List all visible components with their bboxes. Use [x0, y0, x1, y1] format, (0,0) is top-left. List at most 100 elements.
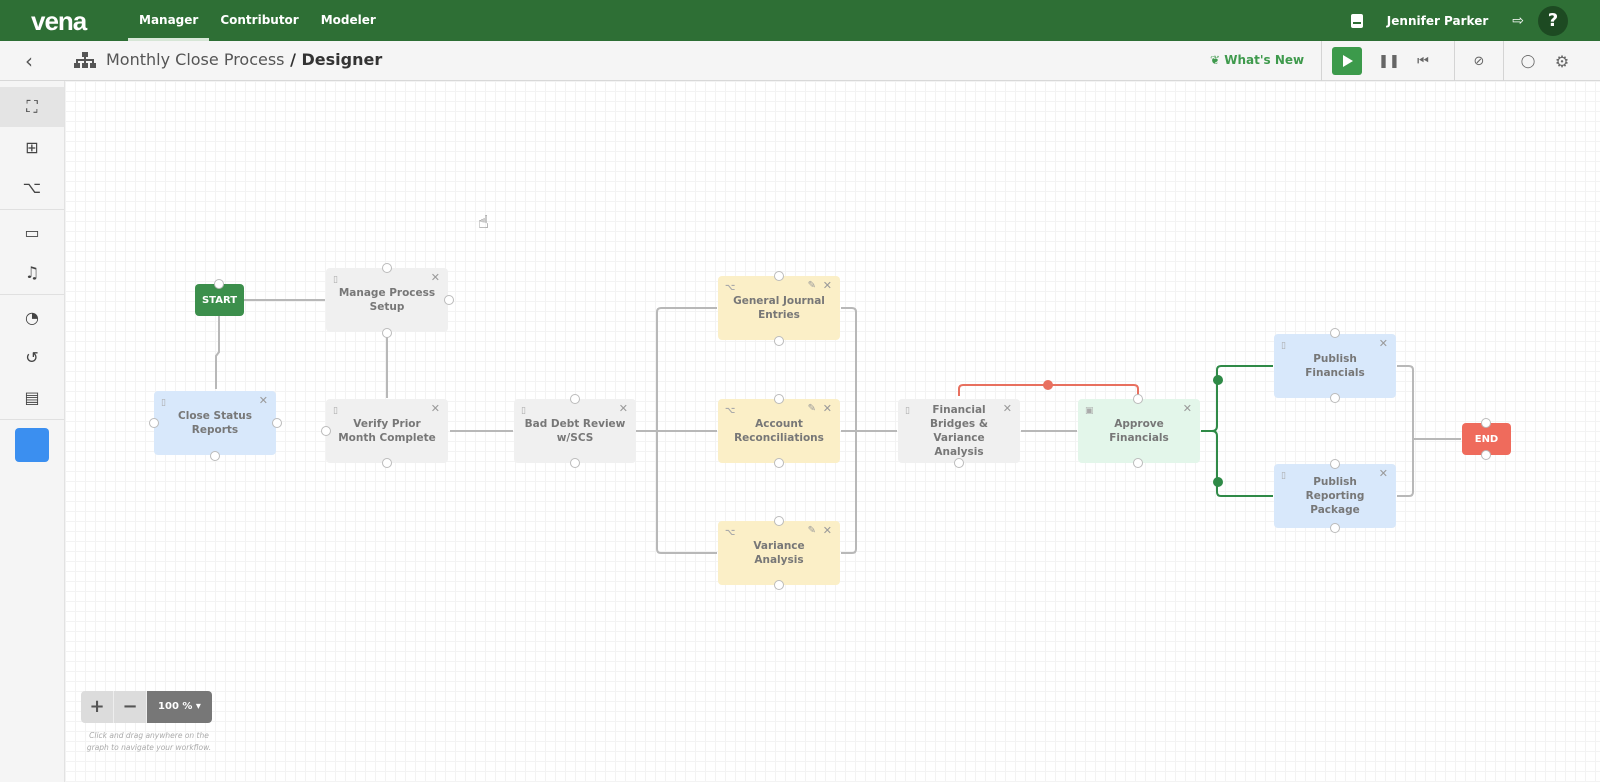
connector-port[interactable] — [1330, 523, 1340, 533]
whats-new-link[interactable]: ❦ What's New — [1210, 53, 1304, 67]
close-icon[interactable]: ✕ — [1378, 467, 1388, 480]
start-node[interactable]: START — [195, 284, 244, 316]
sidebar-item-storage[interactable]: ▭ — [0, 212, 64, 252]
sidebar-item-dashboard[interactable]: ◔ — [0, 297, 64, 337]
designer-toolbar: ‹ Monthly Close Process / Designer ❦ Wha… — [0, 41, 1600, 81]
close-icon[interactable]: ✕ — [1002, 402, 1012, 415]
breadcrumb-process[interactable]: Monthly Close Process — [106, 50, 285, 69]
close-icon[interactable]: ✕ — [618, 402, 628, 415]
workflow-node-account-reconciliations[interactable]: ⌥✎✕Account Reconciliations — [718, 399, 840, 463]
breadcrumb: Monthly Close Process / Designer — [106, 50, 382, 69]
sidebar-item-workflow[interactable]: ⌥ — [0, 167, 64, 207]
connector-port[interactable] — [382, 328, 392, 338]
clipboard-icon: ▣ — [1085, 406, 1094, 416]
workflow-node-general-journal-entries[interactable]: ⌥ ✎ ✕ General Journal Entries — [718, 276, 840, 340]
notes-button[interactable] — [15, 428, 49, 462]
close-icon[interactable]: ✕ — [1378, 337, 1388, 350]
gear-icon[interactable]: ⚙ — [1554, 51, 1570, 71]
breadcrumb-separator: / — [284, 50, 302, 69]
workflow-node-verify-prior-month[interactable]: ▯✕Verify Prior Month Complete — [326, 399, 448, 463]
connector-port[interactable] — [774, 336, 784, 346]
grid-icon: ⊞ — [25, 137, 39, 157]
connector-port[interactable] — [1481, 450, 1491, 460]
workflow-node-close-status-reports[interactable]: ▯✕Close Status Reports — [154, 391, 276, 455]
close-icon[interactable]: ✕ — [430, 271, 440, 284]
workflow-node-publish-reporting-package[interactable]: ▯✕Publish Reporting Package — [1274, 464, 1396, 528]
close-icon[interactable]: ✕ — [822, 524, 832, 537]
zoom-in-button[interactable]: + — [81, 691, 114, 723]
connector-port[interactable] — [570, 458, 580, 468]
connector-port[interactable] — [1133, 458, 1143, 468]
workflow-node-financial-bridges[interactable]: ▯✕Financial Bridges & Variance Analysis — [898, 399, 1020, 463]
pencil-icon[interactable]: ✎ — [807, 403, 816, 414]
workflow-node-manage-process-setup[interactable]: ▯✕Manage Process Setup — [326, 268, 448, 332]
tab-modeler[interactable]: Modeler — [320, 13, 376, 27]
pencil-icon[interactable]: ✎ — [807, 280, 816, 291]
connector-port[interactable] — [774, 394, 784, 404]
leaf-icon: ❦ — [1210, 53, 1225, 67]
logout-icon[interactable]: ⇨ — [1512, 12, 1524, 29]
workflow-node-publish-financials[interactable]: ▯✕Publish Financials — [1274, 334, 1396, 398]
node-label: General Journal Entries — [733, 295, 825, 321]
workflow-canvas[interactable] — [65, 81, 1600, 782]
sidebar-item-history[interactable]: ↺ — [0, 337, 64, 377]
tab-manager[interactable]: Manager — [128, 0, 210, 41]
connector-port[interactable] — [774, 516, 784, 526]
workflow-icon: ⌥ — [725, 528, 736, 538]
connector-port[interactable] — [774, 271, 784, 281]
workflow-node-approve-financials[interactable]: ▣✕Approve Financials — [1078, 399, 1200, 463]
connector-port[interactable] — [272, 418, 282, 428]
connector-port[interactable] — [954, 458, 964, 468]
connector-port[interactable] — [444, 295, 454, 305]
close-icon[interactable]: ✕ — [258, 394, 268, 407]
play-button[interactable] — [1332, 47, 1362, 75]
connector-port[interactable] — [1330, 328, 1340, 338]
connector-port[interactable] — [210, 451, 220, 461]
divider — [0, 419, 64, 420]
connector-port[interactable] — [1330, 459, 1340, 469]
node-label: Publish Reporting Package — [1305, 476, 1365, 516]
connector-port[interactable] — [774, 580, 784, 590]
close-icon[interactable]: ✕ — [822, 279, 832, 292]
user-name[interactable]: Jennifer Parker — [1386, 13, 1489, 28]
navigation-hint: Click and drag anywhere on the graph to … — [86, 731, 212, 752]
help-button[interactable]: ? — [1538, 5, 1568, 36]
sidebar-item-grid[interactable]: ⊞ — [0, 127, 64, 167]
validate-icon[interactable]: ◯ — [1520, 53, 1536, 69]
connector-port[interactable] — [570, 394, 580, 404]
sidebar-item-notifications[interactable]: ♫ — [0, 252, 64, 292]
connector-port[interactable] — [1330, 393, 1340, 403]
history-icon: ↺ — [25, 347, 39, 367]
connector-port[interactable] — [321, 426, 331, 436]
sidebar-item-audit-report[interactable]: ▤ — [0, 377, 64, 417]
connector-port[interactable] — [774, 458, 784, 468]
workflow-node-bad-debt-review[interactable]: ▯✕Bad Debt Review w/SCS — [514, 399, 636, 463]
close-icon[interactable]: ✕ — [430, 402, 440, 415]
back-button[interactable]: ‹ — [25, 49, 33, 73]
workflow-icon: ⌥ — [725, 283, 736, 293]
pause-button[interactable]: ❚❚ — [1378, 53, 1400, 69]
sidebar-item-process-map[interactable]: ⛶ — [0, 87, 64, 127]
vena-logo[interactable]: vena — [31, 6, 87, 36]
restart-button[interactable]: ⏮ — [1417, 53, 1429, 69]
close-icon[interactable]: ✕ — [822, 402, 832, 415]
gauge-icon: ◔ — [25, 307, 39, 327]
connector-port[interactable] — [382, 263, 392, 273]
connector-port[interactable] — [214, 279, 224, 289]
close-icon[interactable]: ✕ — [1182, 402, 1192, 415]
tab-contributor[interactable]: Contributor — [220, 13, 299, 27]
connector-port[interactable] — [1481, 418, 1491, 428]
connector-port[interactable] — [149, 418, 159, 428]
hide-icon[interactable]: ⊘ — [1473, 53, 1485, 69]
pencil-icon[interactable]: ✎ — [807, 525, 816, 536]
hierarchy-icon — [74, 52, 96, 68]
zoom-level-dropdown[interactable]: 100 % ▾ — [147, 691, 212, 723]
connector-port[interactable] — [382, 458, 392, 468]
workflow-node-variance-analysis[interactable]: ⌥✎✕Variance Analysis — [718, 521, 840, 585]
end-node[interactable]: END — [1462, 423, 1511, 455]
sidebar: ⛶ ⊞ ⌥ ▭ ♫ ◔ ↺ ▤ — [0, 81, 65, 782]
book-icon[interactable] — [1350, 13, 1363, 28]
connector-port[interactable] — [1133, 394, 1143, 404]
node-label: Close Status Reports — [178, 410, 252, 436]
zoom-out-button[interactable]: − — [114, 691, 147, 723]
